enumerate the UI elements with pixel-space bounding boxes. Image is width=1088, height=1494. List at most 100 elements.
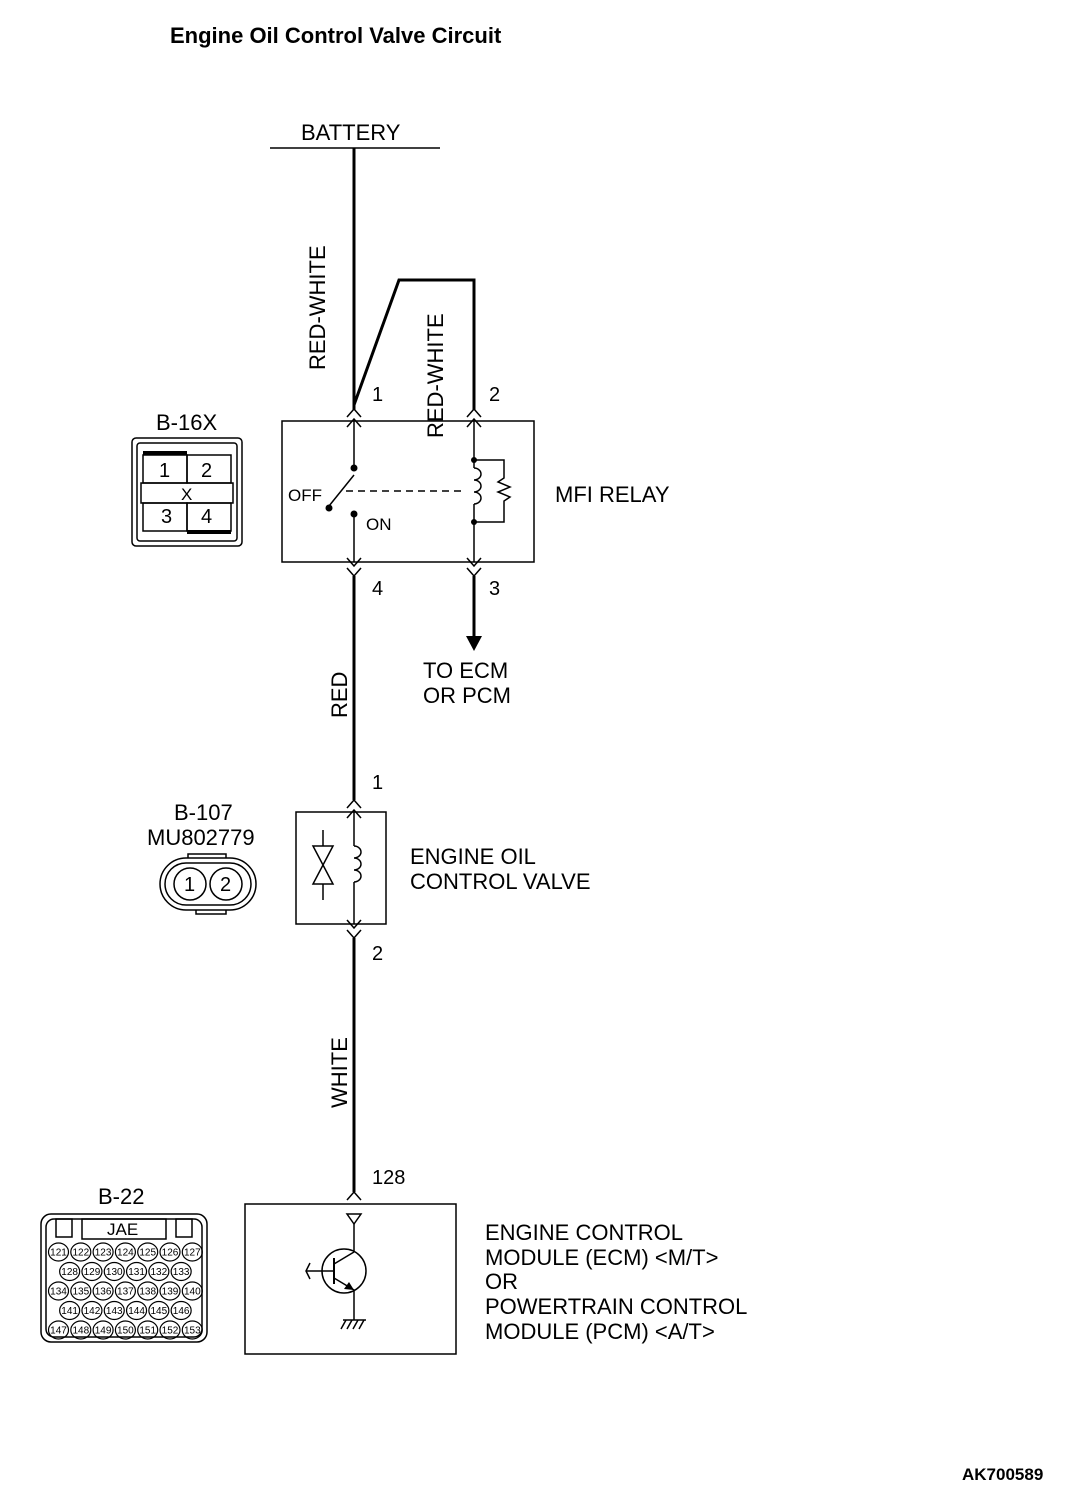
connector-b22-pin-circle bbox=[114, 1281, 137, 1301]
connector-b22-pin-label: 149 bbox=[95, 1326, 112, 1337]
connector-b22-pin-label: 136 bbox=[95, 1287, 112, 1298]
connector-b22-pin-circle bbox=[92, 1242, 114, 1262]
connector-b22-pin-circle bbox=[137, 1281, 159, 1301]
ground-icon bbox=[340, 1319, 366, 1330]
connector-b107-inner bbox=[164, 862, 252, 906]
oil-control-valve-label-2: CONTROL VALVE bbox=[410, 869, 591, 894]
connector-b22-pin-circle bbox=[181, 1320, 203, 1340]
valve-pin-1-mark-b bbox=[346, 808, 362, 819]
ecm-box bbox=[244, 1203, 457, 1355]
valve-pin-1-mark bbox=[346, 798, 362, 809]
connector-b16x-cell-2-label: 2 bbox=[201, 460, 212, 482]
connector-b22-pin-label: 150 bbox=[117, 1326, 134, 1337]
connector-b22-pin-circle bbox=[148, 1261, 170, 1282]
connector-b22-pin-circle bbox=[70, 1242, 92, 1262]
connector-b22-pin-circle bbox=[170, 1300, 192, 1321]
relay-switch-blade bbox=[328, 474, 355, 507]
page-title: Engine Oil Control Valve Circuit bbox=[170, 23, 502, 48]
connector-b16x-outer bbox=[131, 437, 243, 547]
ecm-label-1: ENGINE CONTROL bbox=[485, 1220, 683, 1245]
wire-label-red-white-1: RED-WHITE bbox=[305, 245, 330, 370]
connector-b22-pin-circle bbox=[47, 1281, 70, 1301]
mfi-relay-box bbox=[281, 420, 535, 563]
connector-b22-pin-label: 147 bbox=[50, 1326, 67, 1337]
relay-switch-on-label: ON bbox=[366, 515, 392, 534]
ecm-module bbox=[244, 1190, 457, 1355]
connector-b16x-inner bbox=[136, 442, 238, 542]
relay-pin-3: 3 bbox=[489, 578, 500, 600]
connector-b107-outer bbox=[159, 857, 257, 911]
ecm-input-marker-icon bbox=[345, 1213, 363, 1226]
connector-b22-pin-circle bbox=[81, 1300, 103, 1321]
oil-control-valve bbox=[295, 798, 387, 940]
connector-b22-code: B-22 bbox=[98, 1184, 144, 1209]
relay-pin-1-mark-b bbox=[346, 417, 362, 428]
wire-label-white: WHITE bbox=[327, 1037, 352, 1108]
oil-control-valve-label-1: ENGINE OIL bbox=[410, 844, 536, 869]
connector-b22-pin-circle bbox=[159, 1242, 181, 1262]
wire-battery-relay-2 bbox=[352, 278, 476, 410]
connector-b22-pin-label: 153 bbox=[184, 1326, 201, 1337]
connector-b22-pin-label: 130 bbox=[106, 1267, 123, 1278]
connector-b22-pin-circle bbox=[170, 1261, 192, 1282]
mfi-relay-label: MFI RELAY bbox=[555, 482, 670, 507]
ecm-pin-128: 128 bbox=[372, 1167, 405, 1189]
relay-pin-1-mark bbox=[346, 407, 362, 418]
connector-b22-pin-circle bbox=[47, 1320, 70, 1340]
connector-b22-pin-circle bbox=[159, 1320, 181, 1340]
connector-b22-pin-circle bbox=[137, 1242, 159, 1262]
valve-pin-1: 1 bbox=[372, 772, 383, 794]
connector-b107-pin-1: 1 bbox=[184, 874, 195, 896]
wire-label-red: RED bbox=[327, 672, 352, 718]
connector-b22-pin-label: 144 bbox=[128, 1306, 145, 1317]
connector-b22-pin-label: 127 bbox=[184, 1248, 201, 1259]
ecm-label-5: MODULE (PCM) <A/T> bbox=[485, 1319, 715, 1344]
connector-b22-pin-label: 133 bbox=[173, 1267, 190, 1278]
transistor-base-hook bbox=[305, 1262, 311, 1280]
valve-symbol-icon bbox=[311, 845, 335, 885]
relay-pin-4: 4 bbox=[372, 578, 383, 600]
connector-b16x: B-16X 1 2 3 4 X bbox=[131, 410, 243, 547]
connector-b22-pin-label: 135 bbox=[72, 1287, 89, 1298]
connector-b22-pin-label: 122 bbox=[72, 1248, 89, 1259]
connector-b22-pin-label: 129 bbox=[84, 1267, 101, 1278]
connector-b22-pin-circle bbox=[181, 1281, 203, 1301]
relay-pin-3-mark bbox=[466, 557, 482, 568]
connector-b22-pin-label: 139 bbox=[162, 1287, 179, 1298]
connector-b16x-mark: X bbox=[181, 485, 192, 504]
connector-b22-pin-label: 145 bbox=[151, 1306, 168, 1317]
relay-switch-off-label: OFF bbox=[288, 486, 322, 505]
connector-b22-pin-circle bbox=[70, 1320, 92, 1340]
connector-b22-pin-label: 142 bbox=[84, 1306, 101, 1317]
valve-pin-2-mark-b bbox=[346, 929, 362, 940]
connector-b22-pin-circle bbox=[103, 1300, 125, 1321]
connector-b22-pin-label: 128 bbox=[61, 1267, 78, 1278]
connector-b22-pin-circle bbox=[92, 1281, 114, 1301]
arrow-down-icon bbox=[466, 636, 482, 651]
relay-pin-2-mark-b bbox=[466, 417, 482, 428]
ecm-pin-mark bbox=[346, 1190, 362, 1201]
ecm-label-3: OR bbox=[485, 1269, 518, 1294]
to-ecm-label-1: TO ECM bbox=[423, 658, 508, 683]
valve-pin-2: 2 bbox=[372, 943, 383, 965]
relay-pin-4-mark-b bbox=[346, 567, 362, 578]
connector-b22-pin-circle bbox=[59, 1300, 81, 1321]
connector-b22-pin-circle bbox=[114, 1242, 137, 1262]
connector-b22-pin-circle bbox=[114, 1320, 137, 1340]
connector-b16x-cell-4 bbox=[186, 502, 232, 532]
connector-b22-pin-label: 137 bbox=[117, 1287, 134, 1298]
to-ecm-label-2: OR PCM bbox=[423, 683, 511, 708]
wire-label-red-white-2: RED-WHITE bbox=[423, 313, 448, 438]
connector-b107: B-107 MU802779 1 2 bbox=[147, 800, 257, 915]
connector-b22-tab-right bbox=[175, 1218, 193, 1238]
connector-b22-outer bbox=[40, 1213, 208, 1343]
connector-b22-pin-label: 134 bbox=[50, 1287, 67, 1298]
figure-id: AK700589 bbox=[962, 1465, 1043, 1484]
connector-b22-pin-circle bbox=[59, 1261, 81, 1282]
relay-switch-pivot bbox=[325, 504, 333, 512]
connector-b16x-cell-4-label: 4 bbox=[201, 506, 212, 528]
relay-pin-2-mark bbox=[466, 407, 482, 418]
